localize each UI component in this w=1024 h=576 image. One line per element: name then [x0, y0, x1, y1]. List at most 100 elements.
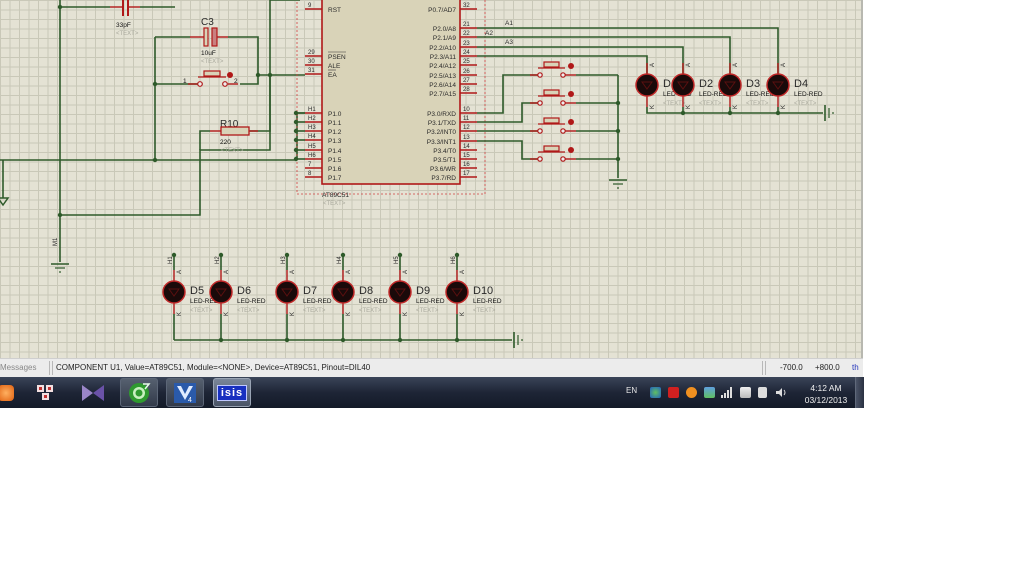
button-pin2-label: 2 [234, 78, 238, 85]
net-label-a1: A1 [505, 20, 513, 27]
led-ref: D2 [699, 78, 713, 90]
ground-symbol[interactable] [824, 105, 834, 121]
show-desktop-button[interactable] [855, 377, 864, 408]
mcu-pin-number: H2 [308, 116, 316, 122]
button-actuator-icon[interactable] [568, 119, 574, 125]
led-part: LED-RED [746, 91, 775, 98]
antivirus-icon[interactable] [668, 387, 679, 398]
led-d10[interactable] [445, 270, 469, 314]
button-contact [222, 81, 228, 87]
wire[interactable] [228, 36, 259, 85]
led-cathode-label: K [346, 312, 352, 316]
diode-glyph [772, 81, 784, 90]
wire[interactable] [269, 0, 300, 75]
taskbar-isis[interactable]: isis [213, 378, 251, 407]
visual-studio-icon [82, 384, 104, 401]
mcu-pin-number: 30 [308, 59, 315, 65]
wire[interactable] [477, 36, 731, 75]
button-contact [537, 100, 543, 106]
mcu-text-placeholder: <TEXT> [323, 201, 346, 207]
junction-dot [293, 119, 299, 125]
mcu-at89c51[interactable] [321, 0, 461, 185]
push-button-3[interactable] [543, 117, 560, 124]
network-icon[interactable] [704, 387, 715, 398]
wire[interactable] [477, 46, 684, 75]
wire[interactable] [477, 27, 779, 75]
led-d2[interactable] [671, 63, 695, 107]
volume-icon[interactable] [776, 387, 787, 398]
led-d9[interactable] [388, 270, 412, 314]
led-d4[interactable] [766, 63, 790, 107]
net-label-h4: H4 [337, 256, 343, 264]
capacitor-c3-plate[interactable] [203, 27, 209, 47]
taskbar-app-orange[interactable] [0, 378, 16, 407]
led-d8[interactable] [331, 270, 355, 314]
wire[interactable] [477, 140, 540, 160]
mcu-pin-name: P3.1/TXD [428, 120, 456, 127]
led-d1[interactable] [635, 63, 659, 107]
button-actuator-icon[interactable] [568, 91, 574, 97]
taskbar-keil-uvision[interactable]: 4 [166, 378, 204, 407]
power-icon[interactable] [758, 387, 767, 398]
led-body-icon [766, 73, 790, 97]
push-button-1[interactable] [543, 61, 560, 68]
mcu-pin-number: H1 [308, 107, 316, 113]
reset-push-button[interactable] [203, 70, 221, 77]
unit-toggle[interactable]: th [852, 363, 859, 372]
led-body-icon [275, 280, 299, 304]
flag-icon[interactable] [740, 387, 751, 398]
taskbar-app-tiles[interactable] [27, 378, 65, 407]
ground-symbol[interactable] [609, 179, 627, 189]
led-d6[interactable] [209, 270, 233, 314]
net-label-a3: A3 [505, 39, 513, 46]
capacitor-c3-plate[interactable] [211, 27, 218, 47]
language-indicator[interactable]: EN [626, 386, 638, 395]
wire[interactable] [59, 0, 271, 216]
mcu-pin-number: 11 [463, 116, 470, 122]
wire[interactable] [477, 74, 540, 114]
wire[interactable] [477, 55, 648, 75]
mcu-pin-name: P2.6/A14 [429, 82, 456, 89]
push-button-2[interactable] [543, 89, 560, 96]
wire[interactable] [296, 112, 305, 160]
junction-dot [171, 252, 177, 258]
ground-symbol[interactable] [513, 332, 523, 348]
junction-dot [57, 212, 63, 218]
junction-dot [293, 110, 299, 116]
led-cathode-label: K [460, 312, 466, 316]
push-button-4[interactable] [543, 145, 560, 152]
button-actuator-icon[interactable] [568, 147, 574, 153]
junction-dot [680, 110, 686, 116]
taskbar-visual-studio[interactable] [74, 378, 112, 407]
isis-icon: isis [216, 384, 248, 401]
mcu-pin-name: P2.3/A11 [430, 54, 457, 61]
led-text: <TEXT> [794, 101, 817, 107]
mcu-pin-number: 22 [463, 31, 470, 37]
led-text: <TEXT> [663, 101, 686, 107]
led-text: <TEXT> [416, 308, 439, 314]
mcu-pin-number: 15 [463, 153, 470, 159]
led-ref: D5 [190, 285, 204, 297]
led-part: LED-RED [237, 298, 266, 305]
junction-dot [727, 110, 733, 116]
button-actuator-icon[interactable] [568, 63, 574, 69]
led-cathode-label: K [650, 105, 656, 109]
clock[interactable]: 4:12 AM 03/12/2013 [800, 382, 852, 406]
svg-text:4: 4 [188, 397, 192, 404]
wire[interactable] [199, 130, 210, 150]
mcu-pin-number: H5 [308, 144, 316, 150]
messages-label[interactable]: Messages [0, 363, 37, 372]
resistor-r10[interactable] [220, 126, 250, 136]
update-icon[interactable] [686, 387, 697, 398]
ground-symbol[interactable] [51, 263, 69, 273]
button-actuator-icon[interactable] [227, 72, 233, 78]
taskbar-chrome[interactable] [120, 378, 158, 407]
network-manager-icon[interactable] [650, 387, 661, 398]
led-d7[interactable] [275, 270, 299, 314]
led-d5[interactable] [162, 270, 186, 314]
led-d3[interactable] [718, 63, 742, 107]
wire[interactable] [646, 107, 823, 114]
signal-icon[interactable] [721, 387, 733, 398]
